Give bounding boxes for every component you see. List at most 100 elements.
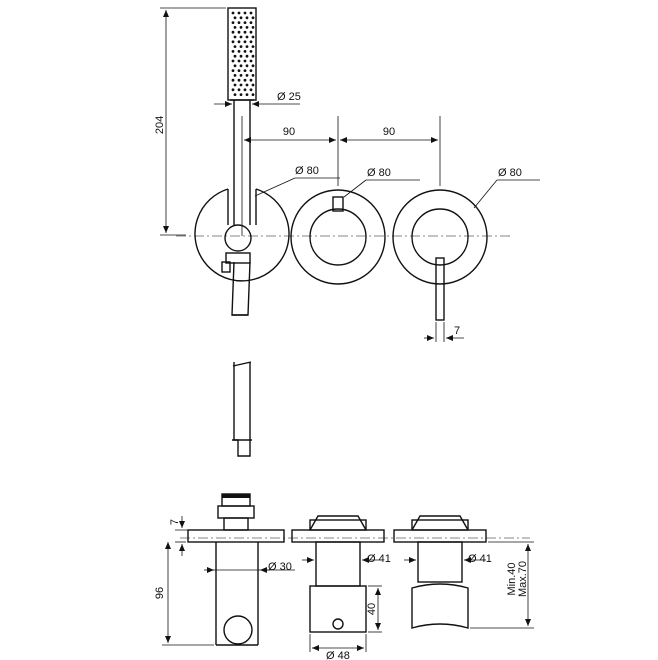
- body-middle-height-label: 40: [366, 603, 378, 615]
- nozzle-dot: [251, 74, 255, 77]
- nozzle-dot: [239, 35, 243, 39]
- nozzle-dot: [239, 54, 243, 58]
- nozzle-dot: [245, 93, 249, 96]
- offset-label: 7: [169, 519, 181, 525]
- nozzle-dot: [245, 16, 249, 20]
- nozzle-dot: [233, 54, 237, 58]
- nozzle-dot: [233, 83, 237, 87]
- nozzle-dot: [251, 93, 255, 96]
- nozzle-dot: [233, 16, 237, 20]
- nozzle-dot: [231, 88, 235, 92]
- nozzle-dot: [243, 88, 247, 92]
- handshower-diameter-label: Ø 25: [277, 91, 301, 103]
- nozzle-dot: [239, 45, 243, 48]
- nozzle-dot: [245, 54, 249, 58]
- side-left: Ø 30 7 96: [154, 493, 295, 646]
- nozzle-dot: [231, 69, 235, 72]
- nozzle-dot: [245, 35, 249, 39]
- nozzle-dot: [251, 45, 255, 48]
- handshower-diameter-dimension: Ø 25: [214, 91, 301, 107]
- nozzle-dot: [231, 30, 235, 34]
- nozzle-dot: [249, 40, 253, 44]
- nozzle-dot: [231, 21, 235, 24]
- nozzle-dot: [239, 26, 243, 29]
- nozzle-dot: [239, 64, 243, 68]
- spacing-right-label: 90: [383, 126, 395, 138]
- nozzle-dot: [245, 74, 249, 77]
- nozzle-dot: [233, 64, 237, 68]
- nozzle-dot: [249, 11, 253, 15]
- nozzle-dot: [233, 45, 237, 48]
- nozzle-dot: [237, 30, 241, 34]
- spacing-left-label: 90: [283, 126, 295, 138]
- nozzle-dot: [237, 11, 241, 15]
- handshower: [227, 7, 257, 225]
- range-min-label: Min.40: [506, 562, 518, 595]
- nozzle-dot: [231, 40, 235, 44]
- nozzle-dot: [239, 16, 243, 20]
- nozzle-dot: [249, 78, 253, 82]
- nozzle-dot: [249, 88, 253, 92]
- nozzle-dot: [233, 35, 237, 39]
- nozzle-dot: [237, 88, 241, 92]
- base-diameter-label: Ø 48: [326, 650, 350, 660]
- nozzle-dot: [249, 50, 253, 53]
- nozzle-dot: [245, 83, 249, 87]
- nozzle-dots: [231, 11, 255, 96]
- body-middle-diameter-label: Ø 41: [367, 553, 391, 565]
- nozzle-dot: [243, 40, 247, 44]
- nozzle-dot: [243, 30, 247, 34]
- plate-middle: Ø 80: [290, 167, 420, 285]
- plate-middle-label: Ø 80: [367, 167, 391, 179]
- spacing-dimensions: 90 90: [241, 116, 441, 236]
- nozzle-dot: [251, 35, 255, 39]
- nozzle-dot: [237, 21, 241, 24]
- nozzle-dot: [233, 93, 237, 96]
- nozzle-dot: [243, 59, 247, 63]
- hose-end: [232, 361, 252, 457]
- nozzle-dot: [243, 69, 247, 72]
- nozzle-dot: [249, 21, 253, 24]
- plate-left-label: Ø 80: [295, 165, 319, 177]
- plate-right: Ø 80 7: [392, 167, 540, 342]
- nozzle-dot: [251, 64, 255, 68]
- body-right-diameter-label: Ø 41: [468, 553, 492, 565]
- range-max-label: Max.70: [517, 561, 529, 597]
- nozzle-dot: [231, 11, 235, 15]
- nozzle-dot: [251, 54, 255, 58]
- side-right: Ø 41 Min.40 Max.70: [393, 515, 534, 629]
- plate-left: Ø 80: [176, 165, 512, 316]
- nozzle-dot: [249, 69, 253, 72]
- nozzle-dot: [245, 64, 249, 68]
- spout-diameter-label: Ø 30: [268, 561, 292, 573]
- nozzle-dot: [251, 83, 255, 87]
- nozzle-dot: [231, 50, 235, 53]
- nozzle-dot: [243, 50, 247, 53]
- nozzle-dot: [243, 78, 247, 82]
- nozzle-dot: [237, 69, 241, 72]
- nozzle-dot: [237, 59, 241, 63]
- nozzle-dot: [251, 16, 255, 20]
- bottom-view: Ø 30 7 96 Ø 41 40: [154, 493, 534, 660]
- nozzle-dot: [237, 78, 241, 82]
- nozzle-dot: [239, 74, 243, 77]
- nozzle-dot: [239, 83, 243, 87]
- plate-right-label: Ø 80: [498, 167, 522, 179]
- nozzle-dot: [243, 11, 247, 15]
- nozzle-dot: [239, 93, 243, 96]
- height-dimension: 204: [154, 7, 226, 236]
- nozzle-dot: [245, 45, 249, 48]
- height-label: 204: [154, 116, 166, 134]
- nozzle-dot: [237, 50, 241, 53]
- side-middle: Ø 41 40 Ø 48: [291, 515, 391, 660]
- nozzle-dot: [237, 40, 241, 44]
- nozzle-dot: [231, 78, 235, 82]
- nozzle-dot: [233, 26, 237, 29]
- nozzle-dot: [249, 30, 253, 34]
- nozzle-dot: [233, 74, 237, 77]
- depth-label: 96: [154, 587, 166, 599]
- lever-width-label: 7: [454, 325, 460, 337]
- nozzle-dot: [231, 59, 235, 63]
- nozzle-dot: [245, 26, 249, 29]
